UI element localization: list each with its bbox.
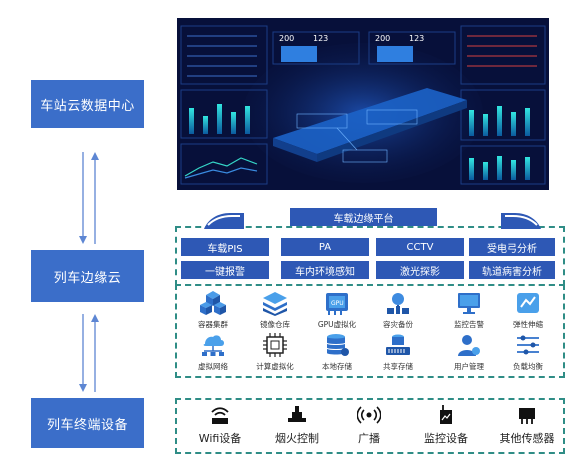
dashboard-graphic (177, 18, 549, 190)
service-label: GPU虚拟化 (317, 320, 357, 329)
service-label: 共享存储 (383, 362, 413, 371)
edge-platform-banner: 车载边缘平台 (290, 208, 437, 226)
device-item: 监控设备 (418, 404, 474, 446)
app-label: 激光探影 (400, 266, 440, 278)
device-label: Wifi设备 (198, 432, 242, 445)
cubes-icon (200, 291, 226, 315)
edge-platform-label: 车载边缘平台 (333, 213, 394, 225)
tier-label: 列车边缘云 (53, 270, 122, 286)
device-item: 烟火控制 (269, 404, 325, 446)
app-label: 车载PIS (207, 243, 243, 255)
app-button[interactable]: PA (281, 238, 369, 256)
device-label: 广播 (358, 432, 380, 445)
wifi-router-icon (211, 407, 229, 424)
tier-train-edge-cloud: 列车边缘云 (31, 250, 144, 302)
service-label: 容器集群 (198, 320, 228, 329)
device-label: 监控设备 (424, 432, 468, 445)
service-item: 虚拟网络 (178, 332, 248, 372)
service-item: 弹性伸缩 (493, 290, 563, 330)
tier-label: 车站云数据中心 (40, 98, 135, 114)
shared-storage-icon (386, 334, 410, 355)
service-item: 计算虚拟化 (240, 332, 310, 372)
app-label: CCTV (406, 241, 434, 253)
app-button[interactable]: 一键报警 (181, 261, 269, 279)
train-heads-graphic (204, 213, 541, 229)
service-label: 弹性伸缩 (513, 320, 543, 329)
service-item: GPU GPU虚拟化 (302, 290, 372, 330)
app-label: 车内环境感知 (295, 266, 355, 278)
sensor-icon (519, 408, 535, 424)
app-button[interactable]: 受电弓分析 (469, 238, 555, 256)
app-button[interactable]: 激光探影 (376, 261, 464, 279)
service-item: 容灾备份 (363, 290, 433, 330)
service-label: 虚拟网络 (198, 362, 228, 371)
user-icon (458, 335, 480, 356)
service-label: 本地存储 (322, 362, 352, 371)
devices-container (175, 398, 565, 454)
smoke-detector-icon (288, 406, 306, 422)
chip-icon (263, 333, 287, 357)
dashboard-stat: 200 (375, 34, 391, 43)
sliders-icon (517, 335, 539, 355)
device-label: 其他传感器 (499, 432, 555, 445)
service-label: 用户管理 (454, 362, 484, 371)
dashboard-stat: 123 (313, 34, 329, 43)
app-button[interactable]: CCTV (376, 238, 464, 256)
device-label: 烟火控制 (275, 432, 319, 445)
service-item: 容器集群 (178, 290, 248, 330)
bidirectional-arrow-upper (79, 152, 99, 244)
monitor-icon (458, 293, 480, 314)
svg-text:GPU: GPU (331, 300, 344, 307)
app-label: 一键报警 (205, 266, 245, 278)
dashboard-stat: 123 (409, 34, 425, 43)
app-label: 轨道病害分析 (482, 266, 542, 278)
app-label: 受电弓分析 (487, 243, 537, 255)
app-label: PA (318, 241, 332, 253)
backup-icon (387, 293, 409, 314)
tier-station-cloud: 车站云数据中心 (31, 80, 144, 128)
app-button[interactable]: 车内环境感知 (281, 261, 369, 279)
station-cloud-dashboard: 200 123 200 123 (177, 18, 549, 190)
network-icon (202, 335, 224, 356)
layers-icon (263, 292, 287, 316)
tier-terminal-devices: 列车终端设备 (31, 398, 144, 448)
database-icon (326, 334, 349, 356)
device-item: 其他传感器 (494, 404, 560, 446)
service-label: 负载均衡 (513, 362, 543, 371)
service-item: 本地存储 (302, 332, 372, 372)
services-container (175, 284, 565, 378)
service-item: 负载均衡 (493, 332, 563, 372)
service-label: 计算虚拟化 (256, 362, 294, 371)
service-item: 用户管理 (434, 332, 504, 372)
service-item: 监控告警 (434, 290, 504, 330)
device-item: 广播 (349, 404, 389, 446)
dashboard-stat: 200 (279, 34, 295, 43)
service-label: 监控告警 (454, 320, 484, 329)
service-label: 镜像仓库 (260, 320, 290, 329)
app-button[interactable]: 轨道病害分析 (469, 261, 555, 279)
monitoring-device-icon (440, 405, 452, 424)
broadcast-icon (357, 406, 381, 424)
service-label: 容灾备份 (383, 320, 413, 329)
service-item: 镜像仓库 (240, 290, 310, 330)
bidirectional-arrow-lower (79, 314, 99, 392)
gpu-icon: GPU (326, 293, 348, 315)
tier-label: 列车终端设备 (46, 417, 128, 433)
app-button[interactable]: 车载PIS (181, 238, 269, 256)
scale-icon (517, 293, 539, 313)
service-item: 共享存储 (363, 332, 433, 372)
device-item: Wifi设备 (194, 404, 246, 446)
